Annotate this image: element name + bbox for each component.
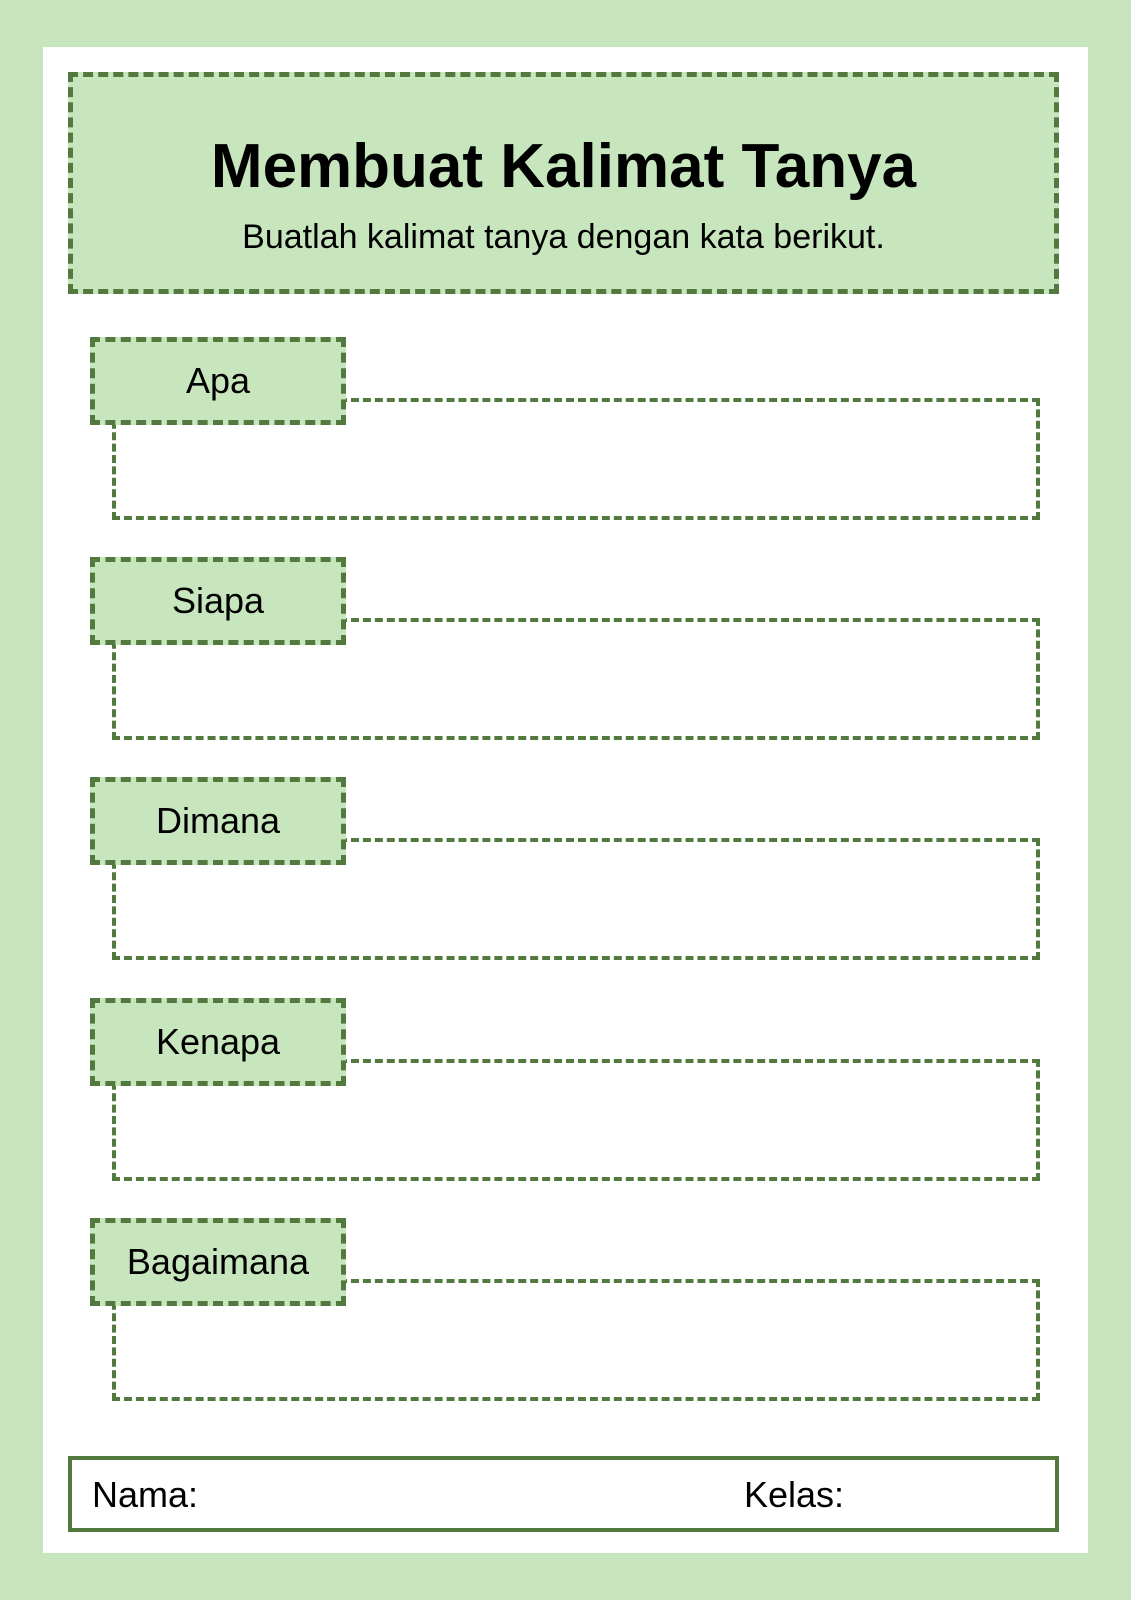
name-label: Nama: (92, 1474, 199, 1515)
question-row-bagaimana: Bagaimana (43, 1218, 1088, 1418)
question-word-label: Siapa (90, 557, 346, 645)
question-word-label: Bagaimana (90, 1218, 346, 1306)
question-word-label: Kenapa (90, 998, 346, 1086)
page-title: Membuat Kalimat Tanya (210, 132, 917, 201)
worksheet-page: Membuat Kalimat Tanya Buatlah kalimat ta… (43, 47, 1088, 1553)
class-label: Kelas: (744, 1474, 845, 1515)
question-word-label: Dimana (90, 777, 346, 865)
header-box: Membuat Kalimat Tanya Buatlah kalimat ta… (68, 72, 1059, 294)
student-info-box: Nama: Kelas: (68, 1456, 1059, 1532)
question-row-dimana: Dimana (43, 777, 1088, 977)
question-word-label: Apa (90, 337, 346, 425)
question-row-kenapa: Kenapa (43, 998, 1088, 1198)
question-row-siapa: Siapa (43, 557, 1088, 757)
question-row-apa: Apa (43, 337, 1088, 537)
instruction-text: Buatlah kalimat tanya dengan kata beriku… (242, 218, 885, 256)
